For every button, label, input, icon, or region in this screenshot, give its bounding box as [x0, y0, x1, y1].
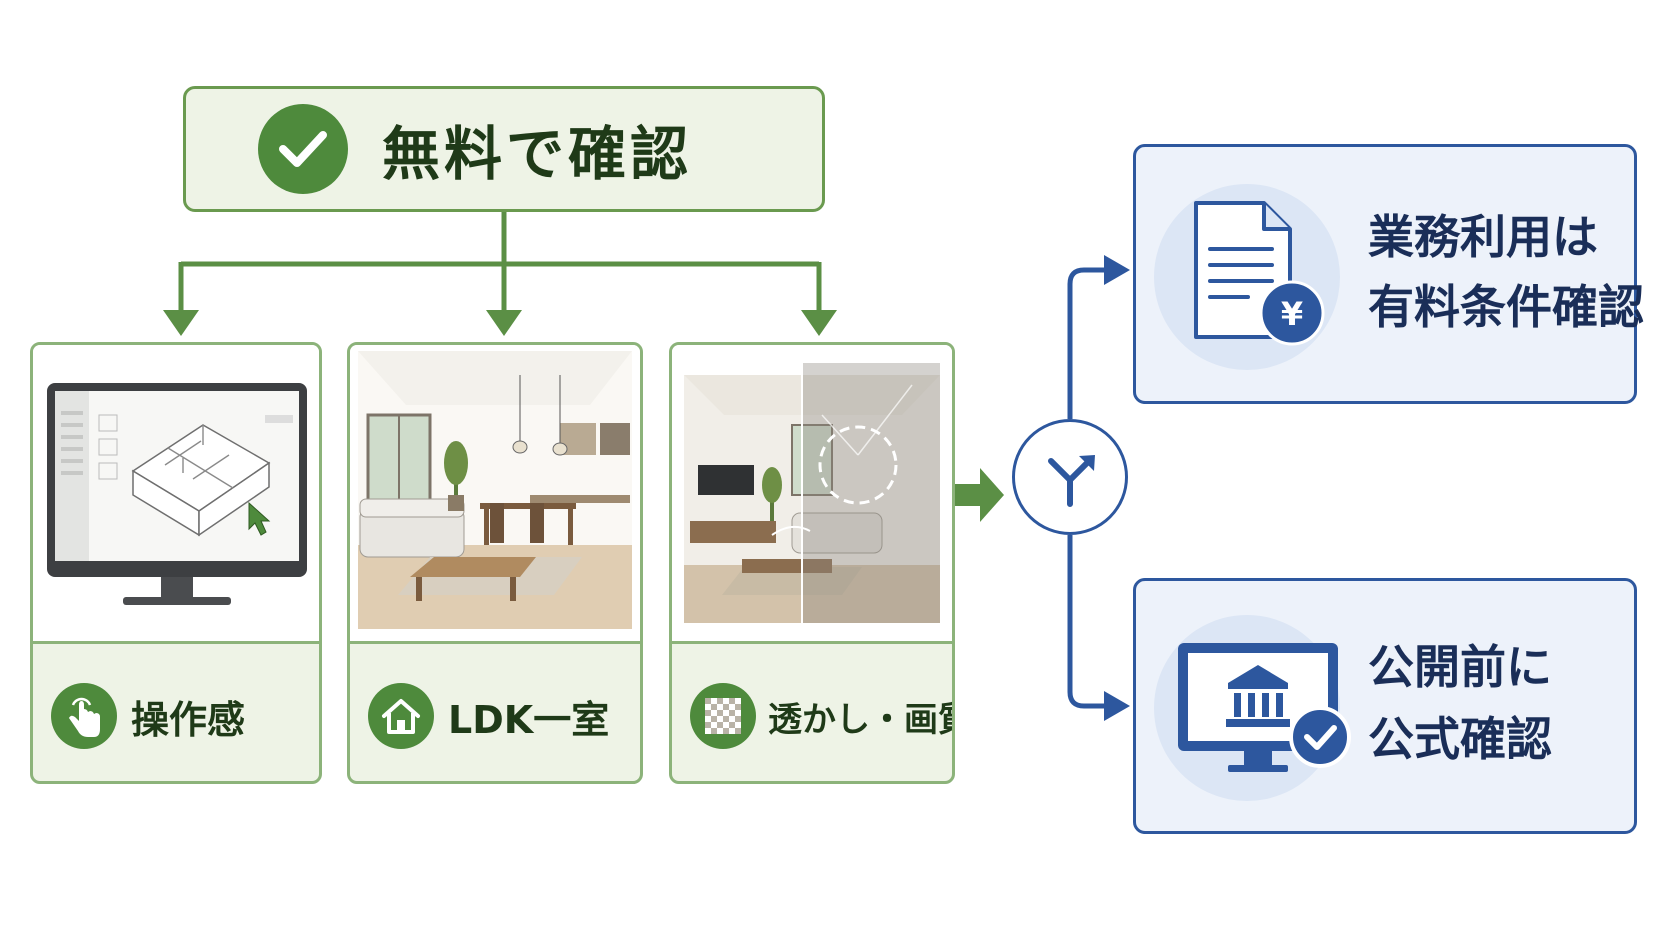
split-arrows-icon: [1048, 455, 1095, 507]
card-ldk-label: LDK一室: [350, 651, 640, 781]
free-check-box: 無料で確認: [183, 86, 825, 212]
card-operation-text: 操作感: [131, 697, 246, 742]
tap-hand-icon: [51, 683, 117, 749]
outcome-official-check: 公開前に 公式確認: [1133, 578, 1637, 834]
card-ldk: LDK一室: [347, 342, 643, 784]
split-node: [1012, 419, 1128, 535]
outcome-business-use: ¥ 業務利用は 有料条件確認: [1133, 144, 1644, 404]
outcome-business-line1: 業務利用は: [1368, 210, 1598, 264]
card-operation-label: 操作感: [33, 651, 319, 781]
monitor-floorplan-illustration: [33, 345, 319, 644]
check-circle-icon: [258, 104, 348, 194]
checker-pattern-icon: [690, 683, 756, 749]
card-watermark-label: 透かし・画質: [672, 651, 952, 781]
living-room-illustration: [350, 345, 640, 644]
card-ldk-text: LDK一室: [448, 697, 610, 742]
outcome-official-line1: 公開前に: [1368, 640, 1552, 694]
card-watermark: 透かし・画質: [669, 342, 955, 784]
document-yen-icon: ¥: [1194, 201, 1325, 346]
outcome-business-line2: 有料条件確認: [1368, 280, 1644, 334]
free-check-title: 無料で確認: [382, 120, 693, 188]
house-icon: [368, 683, 434, 749]
room-watermark-illustration: [672, 345, 952, 644]
monitor-bank-check-icon: [1178, 643, 1351, 772]
card-watermark-text: 透かし・画質: [768, 699, 955, 740]
outcome-official-line2: 公式確認: [1368, 712, 1552, 766]
svg-text:¥: ¥: [1281, 295, 1303, 333]
card-operation: 操作感: [30, 342, 322, 784]
